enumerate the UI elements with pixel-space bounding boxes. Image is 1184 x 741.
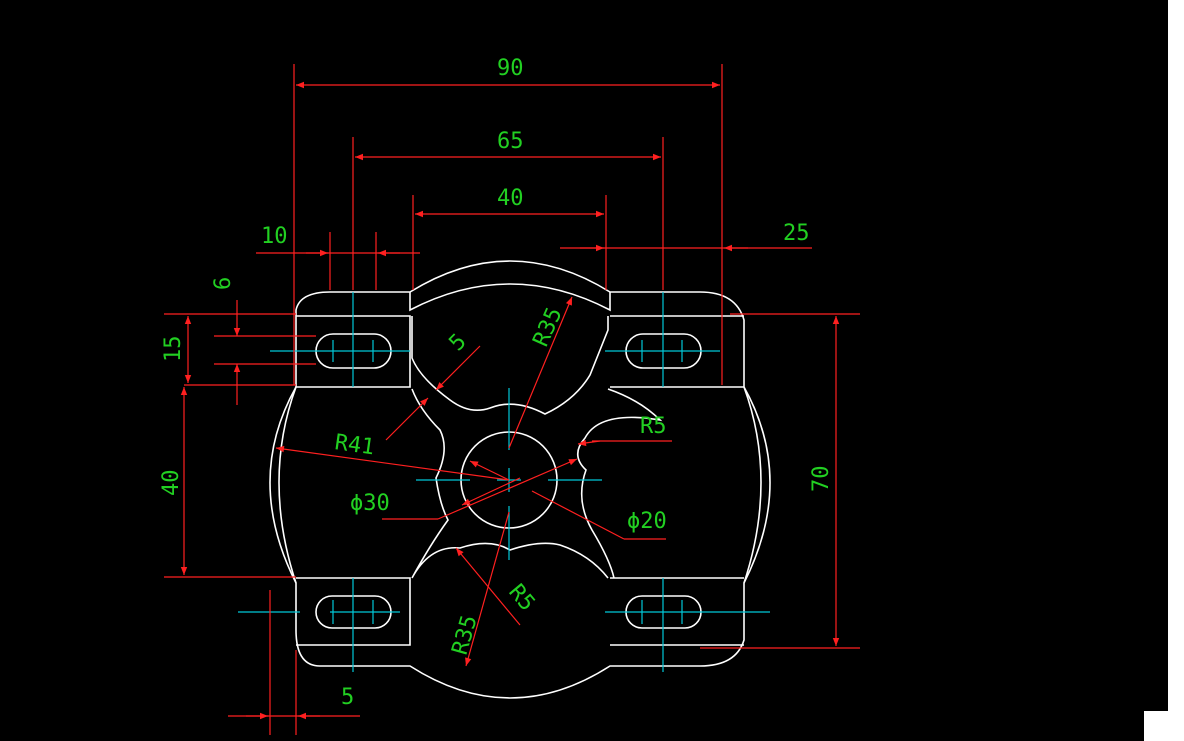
dim-25: 25 [783,221,810,246]
dim-phi20: ϕ20 [627,509,667,534]
dim-r35-bottom: R35 [448,613,483,658]
inner-boundary [278,283,762,584]
scrollbar-track[interactable] [1168,0,1184,711]
central-cutout [411,316,663,579]
window-corner [1144,711,1184,741]
dim-r35-top: R35 [529,304,568,350]
dim-70: 70 [809,466,834,493]
centerlines [238,292,770,672]
corner-box-br [610,577,744,646]
dim-10: 10 [261,224,288,249]
dim-r41: R41 [333,430,376,460]
dim-5-diag: 5 [445,329,472,356]
dim-6: 6 [211,277,236,290]
dim-40-left: 40 [159,470,184,497]
dim-40-top: 40 [497,186,524,211]
dim-5-bottom: 5 [341,685,354,710]
dim-r5-right: R5 [640,414,667,439]
dim-90: 90 [497,56,524,81]
dim-15: 15 [161,336,186,363]
dimension-lines [164,64,860,735]
dim-65: 65 [497,129,524,154]
dim-phi30: ϕ30 [350,491,390,516]
